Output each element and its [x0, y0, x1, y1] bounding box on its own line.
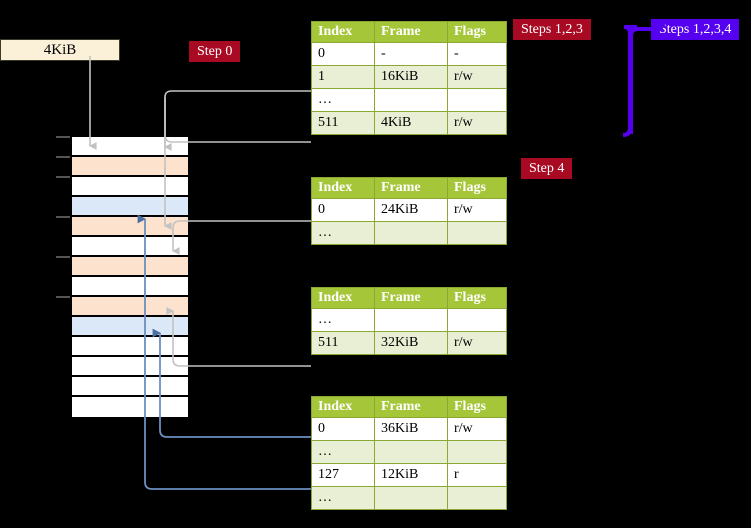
memory-row-9 [72, 317, 188, 337]
level-2-table-r1-c1: 32KiB [374, 331, 448, 355]
level-3-table-r1-c0: … [311, 440, 375, 464]
memory-row-13 [72, 397, 188, 417]
memory-tick-3 [56, 216, 70, 218]
level-3-table-r3-c1 [374, 486, 448, 510]
physical-memory-column [70, 135, 190, 417]
memory-tick-5 [56, 296, 70, 298]
level-3-table-header-index: Index [311, 396, 375, 418]
level-3-table-r3-c0: … [311, 486, 375, 510]
level-0-table-header-flags: Flags [447, 21, 507, 43]
memory-row-0 [72, 137, 188, 157]
memory-row-11 [72, 357, 188, 377]
level-0-table-r0-c1: - [374, 42, 448, 66]
level-0-table-header-frame: Frame [374, 21, 448, 43]
level-3-table-r0-c0: 0 [311, 417, 375, 441]
table-row: … [311, 440, 507, 464]
memory-tick-4 [56, 256, 70, 258]
memory-row-1 [72, 157, 188, 177]
table-row: … [311, 88, 507, 112]
level-3-table-header-flags: Flags [447, 396, 507, 418]
connector-t3-511-to-memory [166, 307, 311, 367]
level-3-table-header-frame: Frame [374, 396, 448, 418]
level-2-table-header-frame: Frame [374, 287, 448, 309]
level-0-table-r1-c0: 1 [311, 65, 375, 89]
memory-row-6 [72, 257, 188, 277]
connector-steps-purple-head [629, 19, 668, 134]
level-0-table-r1-c2: r/w [447, 65, 507, 89]
table-row: … [311, 486, 507, 510]
level-0-table-r2-c1 [374, 88, 448, 112]
level-0-table-r1-c1: 16KiB [374, 65, 448, 89]
level-1-table-r1-c2 [447, 221, 507, 245]
level-1-table-r0-c0: 0 [311, 198, 375, 222]
table-row: 0-- [311, 42, 507, 66]
level-0-table-r3-c0: 511 [311, 111, 375, 135]
level-1-table-r1-c0: … [311, 221, 375, 245]
level-0-table-r0-c2: - [447, 42, 507, 66]
memory-frame-label-text: 4KiB [43, 41, 77, 58]
memory-row-5 [72, 237, 188, 257]
memory-row-12 [72, 377, 188, 397]
level-1-table-r0-c2: r/w [447, 198, 507, 222]
level-3-table-r3-c2 [447, 486, 507, 510]
memory-tick-0 [56, 136, 70, 138]
level-2-table-r1-c0: 511 [311, 331, 375, 355]
level-0-table-r2-c0: … [311, 88, 375, 112]
level-2-table-r0-c2 [447, 308, 507, 332]
memory-row-4 [72, 217, 188, 237]
level-3-table-r0-c1: 36KiB [374, 417, 448, 441]
table-row: … [311, 221, 507, 245]
badge-steps-123: Steps 1,2,3 [513, 19, 591, 40]
level-2-table-r0-c1 [374, 308, 448, 332]
level-2-table-r0-c0: … [311, 308, 375, 332]
level-0-table-header-index: Index [311, 21, 375, 43]
memory-row-8 [72, 297, 188, 317]
level-0-table-r2-c2 [447, 88, 507, 112]
level-3-table-r0-c2: r/w [447, 417, 507, 441]
level-3-table-r2-c2: r [447, 463, 507, 487]
level-1-table-header-index: Index [311, 177, 375, 199]
badge-steps-1234: Steps 1,2,3,4 [651, 19, 740, 40]
level-1-table-r0-c1: 24KiB [374, 198, 448, 222]
level-3-table-r2-c0: 127 [311, 463, 375, 487]
connector-t2-0-to-memory [171, 220, 311, 255]
badge-step-4: Step 4 [521, 158, 573, 179]
level-0-table-r0-c0: 0 [311, 42, 375, 66]
level-1-table-header-frame: Frame [374, 177, 448, 199]
memory-row-7 [72, 277, 188, 297]
level-3-table-r1-c2 [447, 440, 507, 464]
memory-row-3 [72, 197, 188, 217]
level-1-table-r1-c1 [374, 221, 448, 245]
level-0-table-r3-c2: r/w [447, 111, 507, 135]
level-1-table-header-flags: Flags [447, 177, 507, 199]
badge-step-0: Step 0 [189, 41, 241, 62]
memory-tick-1 [56, 156, 70, 158]
level-3-table-r2-c1: 12KiB [374, 463, 448, 487]
level-3-table-r1-c1 [374, 440, 448, 464]
memory-row-2 [72, 177, 188, 197]
level-0-table-r3-c1: 4KiB [374, 111, 448, 135]
level-2-table-r1-c2: r/w [447, 331, 507, 355]
memory-row-10 [72, 337, 188, 357]
connector-steps-purple-arrow [622, 25, 637, 137]
level-2-table-header-index: Index [311, 287, 375, 309]
memory-tick-2 [56, 176, 70, 178]
memory-frame-label-4kib: 4KiB [0, 39, 120, 61]
table-row: … [311, 308, 507, 332]
level-2-table-header-flags: Flags [447, 287, 507, 309]
